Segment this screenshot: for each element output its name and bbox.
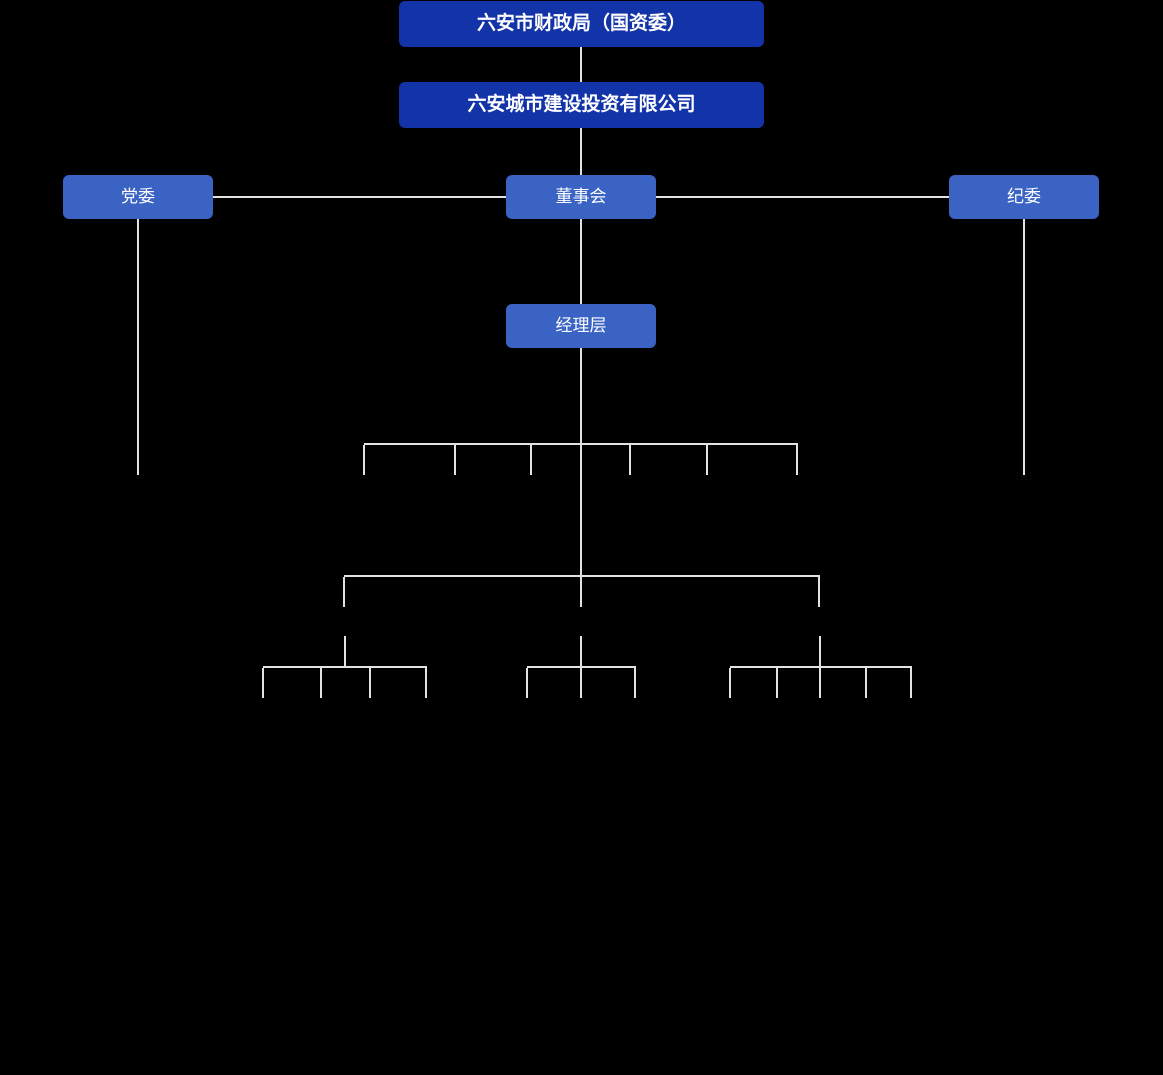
branch-stem-right-group (819, 636, 821, 667)
branch-bar-level-2 (344, 575, 820, 577)
connector-board-to-party-committee (213, 196, 506, 198)
branch-stub-l1-3 (530, 445, 532, 475)
branch-stub-right-5 (910, 668, 912, 698)
branch-stub-l1-5 (706, 445, 708, 475)
branch-stub-l1-1 (363, 445, 365, 475)
branch-stub-l2-center (580, 577, 582, 607)
branch-stub-right-1 (729, 668, 731, 698)
branch-stub-middle-2 (580, 668, 582, 698)
branch-stub-left-4 (425, 668, 427, 698)
branch-stub-left-2 (320, 668, 322, 698)
node-finance-bureau-label: 六安市财政局（国资委） (476, 12, 686, 34)
node-finance-bureau[interactable]: 六安市财政局（国资委） (399, 1, 764, 47)
connector-management-main-stem (580, 348, 582, 606)
branch-stub-l2-left (343, 577, 345, 607)
branch-stub-right-4 (865, 668, 867, 698)
node-urban-construction-investment[interactable]: 六安城市建设投资有限公司 (399, 82, 764, 128)
branch-stub-l2-right (818, 577, 820, 607)
connector-board-to-discipline-committee (656, 196, 949, 198)
node-board-of-directors[interactable]: 董事会 (506, 175, 656, 219)
branch-bar-level-1 (364, 443, 798, 445)
connector-company-to-board (580, 128, 582, 176)
branch-stub-left-3 (369, 668, 371, 698)
connector-board-to-management (580, 219, 582, 305)
branch-bar-left-group (263, 666, 427, 668)
node-party-committee-label: 党委 (121, 186, 155, 206)
branch-stub-l1-6 (796, 445, 798, 475)
branch-stub-middle-1 (526, 668, 528, 698)
node-management-layer-label: 经理层 (555, 315, 607, 335)
connector-party-committee-stem (137, 219, 139, 475)
node-board-of-directors-label: 董事会 (555, 186, 607, 206)
branch-stub-l1-4 (629, 445, 631, 475)
branch-stub-left-1 (262, 668, 264, 698)
node-party-committee[interactable]: 党委 (63, 175, 213, 219)
node-urban-construction-investment-label: 六安城市建设投资有限公司 (467, 93, 696, 115)
node-discipline-committee[interactable]: 纪委 (949, 175, 1099, 219)
connector-discipline-committee-stem (1023, 219, 1025, 475)
branch-stub-l1-2 (454, 445, 456, 475)
branch-stem-left-group (344, 636, 346, 667)
connector-finance-to-company (580, 47, 582, 83)
branch-bar-middle-group (527, 666, 636, 668)
branch-stub-middle-3 (634, 668, 636, 698)
branch-bar-right-group (730, 666, 912, 668)
branch-stub-right-2 (776, 668, 778, 698)
branch-stem-middle-group (580, 636, 582, 667)
node-discipline-committee-label: 纪委 (1007, 186, 1041, 206)
node-management-layer[interactable]: 经理层 (506, 304, 656, 348)
branch-stub-right-3 (819, 668, 821, 698)
